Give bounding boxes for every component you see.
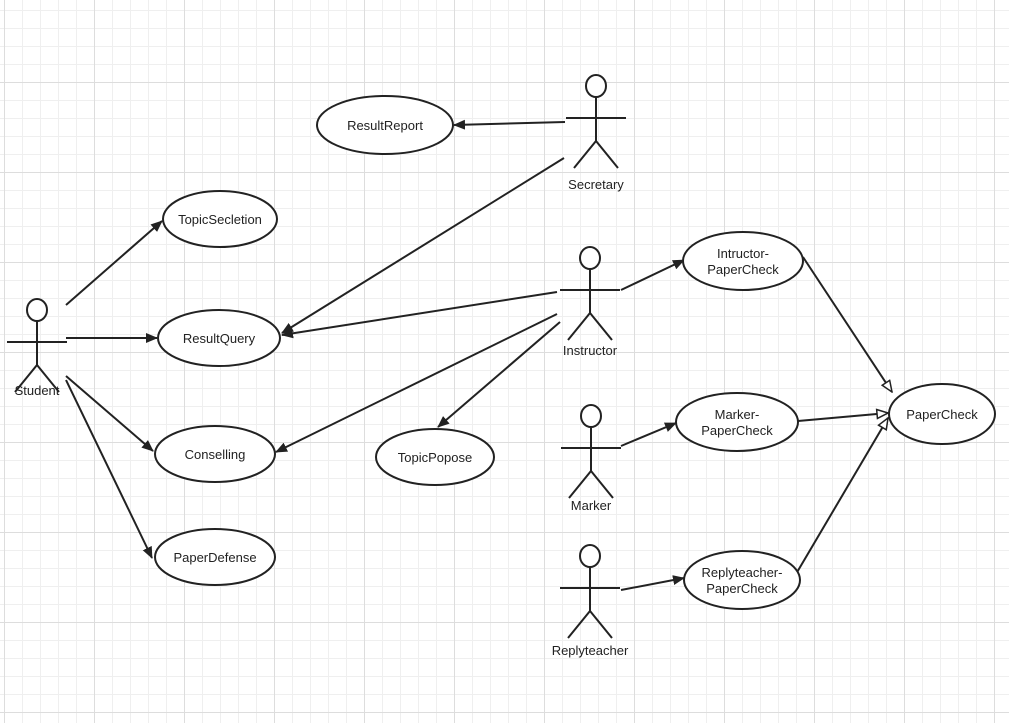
generalization-marker-papercheck-to-paper-check (797, 413, 888, 422)
use-case-ellipse[interactable] (157, 309, 281, 367)
association-instructor-to-instructor-papercheck (620, 259, 685, 291)
actor-head (585, 74, 607, 98)
generalization-replyteacher-papercheck-to-paper-check (795, 418, 888, 575)
use-case-instructor-papercheck[interactable]: Intructor-PaperCheck (682, 231, 804, 291)
use-case-ellipse[interactable] (316, 95, 454, 155)
use-case-result-report[interactable]: ResultReport (316, 95, 454, 155)
use-case-label: Intructor- (717, 246, 769, 261)
use-case-label: Conselling (185, 447, 246, 462)
use-case-label: PaperCheck (701, 423, 773, 438)
actor-student[interactable]: Student (7, 298, 67, 398)
use-case-label: TopicSecletion (178, 212, 262, 227)
association-marker-to-marker-papercheck (620, 422, 677, 447)
use-case-conselling[interactable]: Conselling (154, 425, 276, 483)
relations-layer (65, 119, 892, 591)
use-case-label: PaperDefense (173, 550, 256, 565)
actor-marker[interactable]: Marker (561, 404, 621, 513)
actor-label: Replyteacher (552, 643, 629, 658)
actor-label: Instructor (563, 343, 618, 358)
use-case-ellipse[interactable] (154, 425, 276, 483)
use-case-paper-defense[interactable]: PaperDefense (154, 528, 276, 586)
actor-replyteacher[interactable]: Replyteacher (552, 544, 629, 658)
actor-label: Marker (571, 498, 612, 513)
use-case-marker-papercheck[interactable]: Marker-PaperCheck (675, 392, 799, 452)
actor-figure (566, 97, 626, 169)
association-instructor-to-topic-propose (437, 321, 561, 428)
use-case-ellipse[interactable] (162, 190, 278, 248)
association-secretary-to-result-report (453, 119, 566, 130)
association-instructor-to-result-query (281, 291, 558, 339)
use-case-ellipse[interactable] (375, 428, 495, 486)
use-case-label: ResultQuery (183, 331, 256, 346)
use-case-paper-check[interactable]: PaperCheck (888, 383, 996, 445)
use-case-label: Replyteacher- (702, 565, 783, 580)
use-case-ellipse[interactable] (682, 231, 804, 291)
actor-label: Student (15, 383, 60, 398)
association-replyteacher-to-replyteacher-papercheck (620, 575, 685, 591)
actor-figure (560, 269, 620, 341)
use-case-ellipse[interactable] (154, 528, 276, 586)
use-cases-layer: ResultReportTopicSecletionResultQueryCon… (154, 95, 996, 610)
actor-instructor[interactable]: Instructor (560, 246, 620, 358)
actor-head (580, 404, 602, 428)
actors-layer: Student SecretaryInstructorMarkerReplytea… (7, 74, 629, 658)
association-student-to-conselling (65, 375, 154, 452)
actor-secretary[interactable]: Secretary (566, 74, 626, 192)
actor-head (26, 298, 48, 322)
use-case-label: PaperCheck (706, 581, 778, 596)
association-student-to-topic-selection (65, 220, 163, 306)
use-case-label: PaperCheck (906, 407, 978, 422)
use-case-label: TopicPopose (398, 450, 472, 465)
use-case-label: PaperCheck (707, 262, 779, 277)
use-case-topic-propose[interactable]: TopicPopose (375, 428, 495, 486)
actor-figure (560, 567, 620, 639)
use-case-ellipse[interactable] (888, 383, 996, 445)
actor-head (579, 544, 601, 568)
use-case-label: ResultReport (347, 118, 423, 133)
use-case-ellipse[interactable] (683, 550, 801, 610)
association-secretary-to-result-query (281, 157, 565, 334)
actor-figure (561, 427, 621, 499)
use-case-ellipse[interactable] (675, 392, 799, 452)
generalization-instructor-papercheck-to-paper-check (802, 256, 892, 392)
use-case-result-query[interactable]: ResultQuery (157, 309, 281, 367)
use-case-replyteacher-papercheck[interactable]: Replyteacher-PaperCheck (683, 550, 801, 610)
actor-head (579, 246, 601, 270)
actor-figure (7, 321, 67, 393)
use-case-label: Marker- (715, 407, 760, 422)
association-instructor-to-conselling (275, 313, 558, 453)
use-case-topic-selection[interactable]: TopicSecletion (162, 190, 278, 248)
association-student-to-paper-defense (65, 379, 153, 559)
actor-label: Secretary (568, 177, 624, 192)
